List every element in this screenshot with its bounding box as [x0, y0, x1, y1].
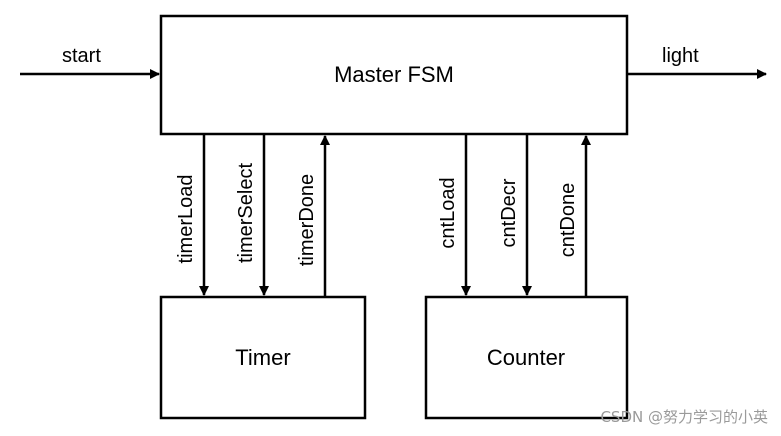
cnt-load-label: cntLoad [437, 177, 459, 248]
start-label: start [62, 45, 101, 67]
timer-load-label: timerLoad [175, 175, 197, 264]
master-fsm-label: Master FSM [334, 62, 454, 87]
cnt-done-label: cntDone [557, 183, 579, 258]
counter-block [424, 295, 629, 420]
light-label: light [662, 45, 699, 67]
timer-select-label: timerSelect [235, 163, 257, 263]
cnt-decr-label: cntDecr [498, 178, 520, 247]
counter-label: Counter [487, 345, 565, 370]
timer-label: Timer [235, 345, 290, 370]
timer-done-label: timerDone [296, 174, 318, 266]
timer-block [159, 295, 367, 420]
watermark: CSDN @努力学习的小英 [600, 408, 768, 426]
